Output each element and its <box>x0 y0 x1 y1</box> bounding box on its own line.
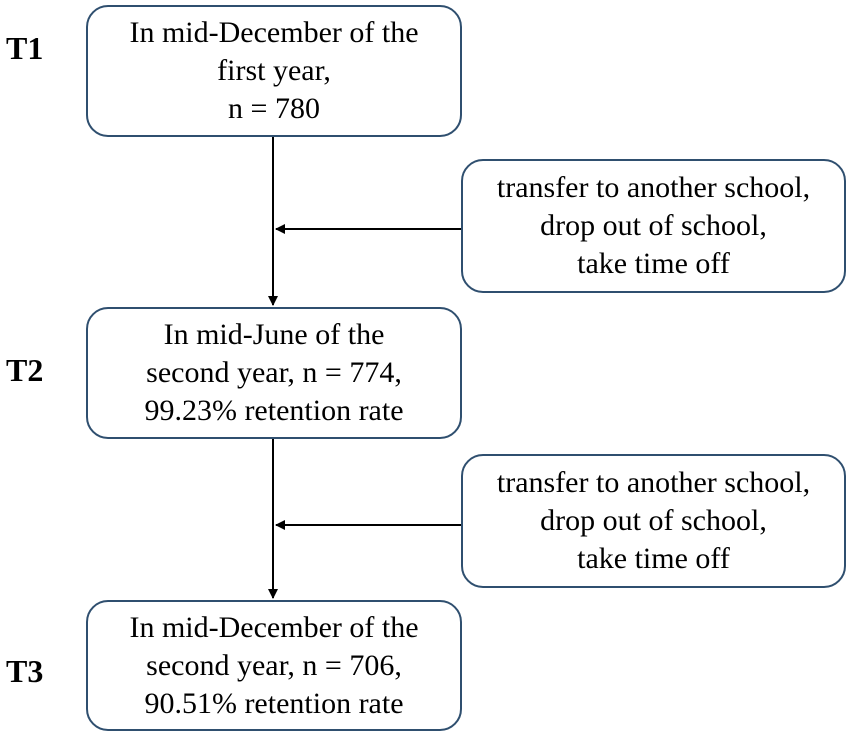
attrition-box-line: take time off <box>577 247 730 280</box>
stage-box-t2: In mid-June of the second year, n = 774,… <box>86 307 462 439</box>
stage-label-t1: T1 <box>6 30 44 66</box>
stage-box-line: first year, <box>217 54 331 87</box>
stage-box-line: In mid-December of the <box>129 610 419 644</box>
stage-box-t1: In mid-December of the first year, n = 7… <box>86 5 462 137</box>
stage-box-t3: In mid-December of the second year, n = … <box>86 600 462 731</box>
stage-box-line: 90.51% retention rate <box>144 686 404 720</box>
stage-box-line: n = 780 <box>228 92 320 125</box>
stage-box-line: second year, n = 706, <box>146 648 402 682</box>
stage-box-line: In mid-December of the <box>129 16 419 49</box>
stage-label-t3: T3 <box>6 653 44 689</box>
attrition-box-1: transfer to another school, drop out of … <box>461 159 846 293</box>
stage-label-t2: T2 <box>6 352 44 388</box>
attrition-box-line: transfer to another school, <box>496 171 811 204</box>
stage-box-line: 99.23% retention rate <box>144 394 404 427</box>
stage-box-line: In mid-June of the <box>163 318 385 351</box>
attrition-box-line: drop out of school, <box>540 209 767 242</box>
attrition-box-2: transfer to another school, drop out of … <box>461 454 846 588</box>
attrition-box-line: transfer to another school, <box>496 466 811 499</box>
attrition-box-line: take time off <box>577 542 730 575</box>
attrition-box-line: drop out of school, <box>540 504 767 537</box>
stage-box-line: second year, n = 774, <box>146 356 402 389</box>
